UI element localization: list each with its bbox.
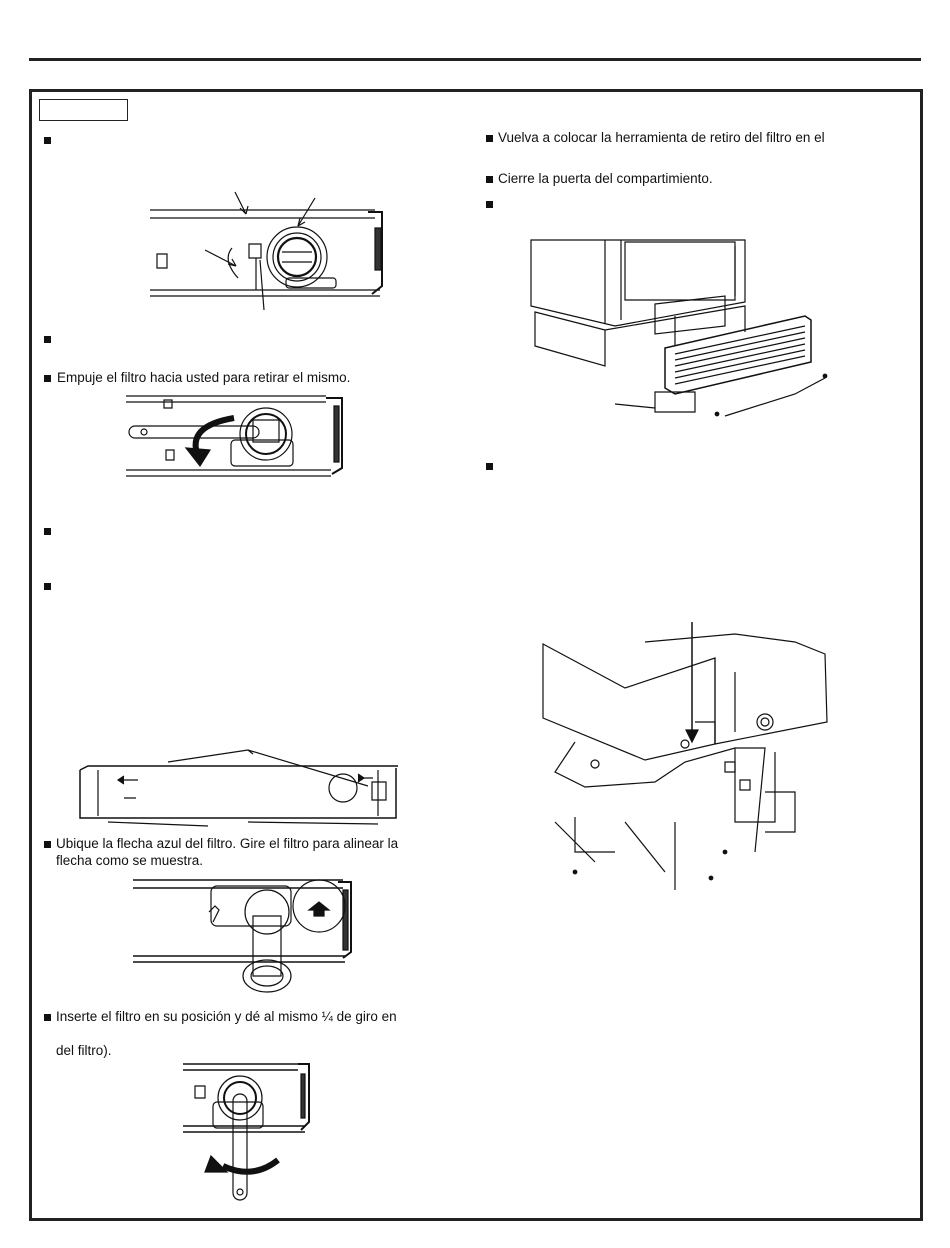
filter-compartment-screws-illustration: [78, 748, 404, 830]
insert-filter-text-line2: del filtro).: [56, 1043, 112, 1058]
filter-housing-illustration: [150, 190, 386, 310]
push-filter-text: Empuje el filtro hacia usted para retira…: [57, 370, 351, 385]
bullet-icon: [486, 201, 493, 208]
bullet-icon: [44, 528, 51, 535]
bullet-icon: [44, 336, 51, 343]
filter-arrow-alignment-illustration: [133, 876, 353, 998]
section-tab-box: [39, 99, 128, 121]
bullet-icon: [486, 135, 493, 142]
bullet-icon: [44, 1014, 51, 1021]
replace-tool-text: Vuelva a colocar la herramienta de retir…: [498, 130, 825, 145]
header-rule: [29, 58, 921, 61]
insert-filter-text-line1: Inserte el filtro en su posición y dé al…: [56, 1009, 397, 1024]
close-door-text: Cierre la puerta del compartimiento.: [498, 171, 713, 186]
bullet-icon: [44, 137, 51, 144]
bullet-icon: [486, 176, 493, 183]
bullet-icon: [44, 375, 51, 382]
hinge-bracket-illustration: [535, 622, 839, 890]
bullet-icon: [44, 583, 51, 590]
bullet-icon: [44, 841, 51, 848]
filter-insert-quarter-turn-illustration: [183, 1060, 313, 1210]
filter-removal-rotation-illustration: [126, 392, 348, 478]
toe-kick-grille-illustration: [525, 236, 835, 426]
bullet-icon: [486, 463, 493, 470]
content-frame: [29, 89, 923, 1221]
locate-arrow-text-line2: flecha como se muestra.: [56, 853, 204, 868]
locate-arrow-text-line1: Ubique la flecha azul del filtro. Gire e…: [56, 836, 399, 851]
